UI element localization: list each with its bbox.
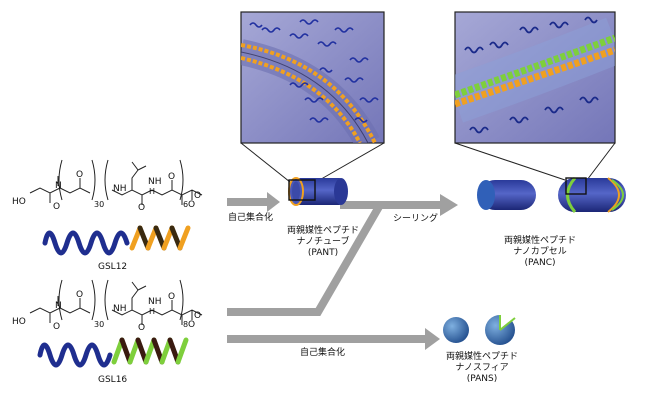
pant-line2: ナノチューブ [296, 237, 350, 247]
panc-inset [454, 11, 616, 144]
atom-o-16b: O [76, 290, 84, 300]
atom-o-12c: O [138, 203, 146, 213]
atom-o-16d: O [168, 292, 176, 302]
gsl12-cartoon [42, 225, 191, 256]
atom-h-12: H [149, 187, 156, 196]
gsl16-structure [29, 279, 203, 325]
pant-tube [288, 177, 348, 206]
atom-o-16f: O [194, 311, 202, 321]
atom-o-12a: O [53, 202, 61, 212]
pans-line2: ナノスフィア [455, 363, 509, 373]
atom-o-12b: O [76, 170, 84, 180]
pans-spheres [443, 314, 516, 345]
atom-o-16e: O [188, 320, 196, 330]
panc-line2: ナノカプセル [513, 247, 567, 257]
atom-n-12: N [55, 181, 62, 191]
panc-capsule-closed [477, 180, 536, 210]
atom-o-12d: O [168, 172, 176, 182]
atom-o-16a: O [53, 322, 61, 332]
sarcosine-repeat-12: 30 [94, 200, 105, 209]
zoom-box-panc [565, 177, 587, 195]
atom-n-16: N [55, 301, 62, 311]
pant-inset [240, 11, 385, 144]
leucine-repeat-16: 8 [183, 320, 189, 329]
atom-nh-12a: NH [113, 184, 127, 194]
label-gsl16: GSL16 [98, 375, 128, 385]
wavy-chains [249, 19, 379, 123]
atom-o-12e: O [188, 200, 196, 210]
label-gsl12: GSL12 [98, 262, 128, 272]
arrow-sealing [340, 194, 458, 216]
leucine-repeat-12: 6 [183, 200, 189, 209]
arrow-self-assembly-bottom [227, 328, 440, 350]
atom-nh-16b: NH [148, 297, 162, 307]
arrow-self-assembly-top [227, 192, 280, 212]
pant-abbr: (PANT) [307, 248, 339, 258]
atom-nh-16a: NH [113, 304, 127, 314]
gsl16-cartoon [37, 337, 189, 368]
atom-nh-12b: NH [148, 177, 162, 187]
pant-line1: 両親媒性ペプチド [286, 226, 360, 236]
pans-line1: 両親媒性ペプチド [445, 352, 519, 362]
zoom-box-pant [288, 179, 316, 201]
label-self-assembly-top: 自己集合化 [228, 213, 274, 223]
atom-o-12f: O [194, 191, 202, 201]
panc-abbr: (PANC) [524, 258, 556, 268]
sarcosine-repeat-16: 30 [94, 320, 105, 329]
atom-ho-16: HO [12, 317, 26, 327]
label-self-assembly-bottom: 自己集合化 [300, 348, 346, 358]
gsl12-structure [29, 159, 203, 205]
atom-h-16: H [149, 307, 156, 316]
label-sealing: シーリング [393, 214, 439, 224]
pans-abbr: (PANS) [466, 374, 498, 384]
atom-o-16c: O [138, 323, 146, 333]
panc-line1: 両親媒性ペプチド [503, 236, 577, 246]
panc-capsule-cut [558, 177, 626, 213]
atom-ho-12: HO [12, 197, 26, 207]
